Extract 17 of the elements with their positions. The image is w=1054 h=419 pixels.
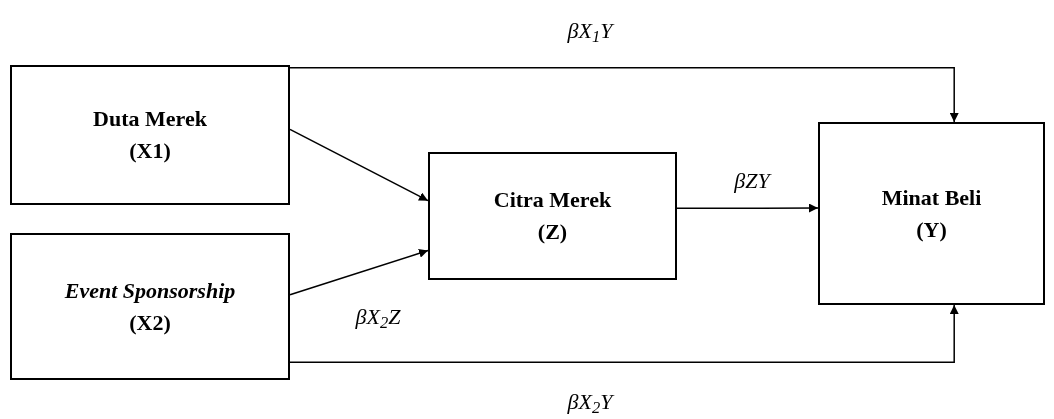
variable-box <box>428 152 677 280</box>
arrow <box>289 304 959 364</box>
variable-box <box>818 122 1045 305</box>
variable-name: Citra Merek <box>492 186 613 214</box>
arrow <box>289 249 429 296</box>
variable-name: Duta Merek <box>92 105 208 133</box>
variable-name: Minat Beli <box>880 183 983 212</box>
variable-name: (Y) <box>915 215 948 244</box>
arrow <box>676 203 819 213</box>
variable-box <box>10 233 290 380</box>
variable-name: Event Sponsorship <box>63 276 237 305</box>
arrow <box>289 67 959 123</box>
variable-name: (Z) <box>536 218 569 246</box>
variable-name: (X1) <box>128 137 172 165</box>
arrow <box>289 128 429 202</box>
variable-name: (X2) <box>128 308 172 337</box>
variable-box <box>10 65 290 205</box>
